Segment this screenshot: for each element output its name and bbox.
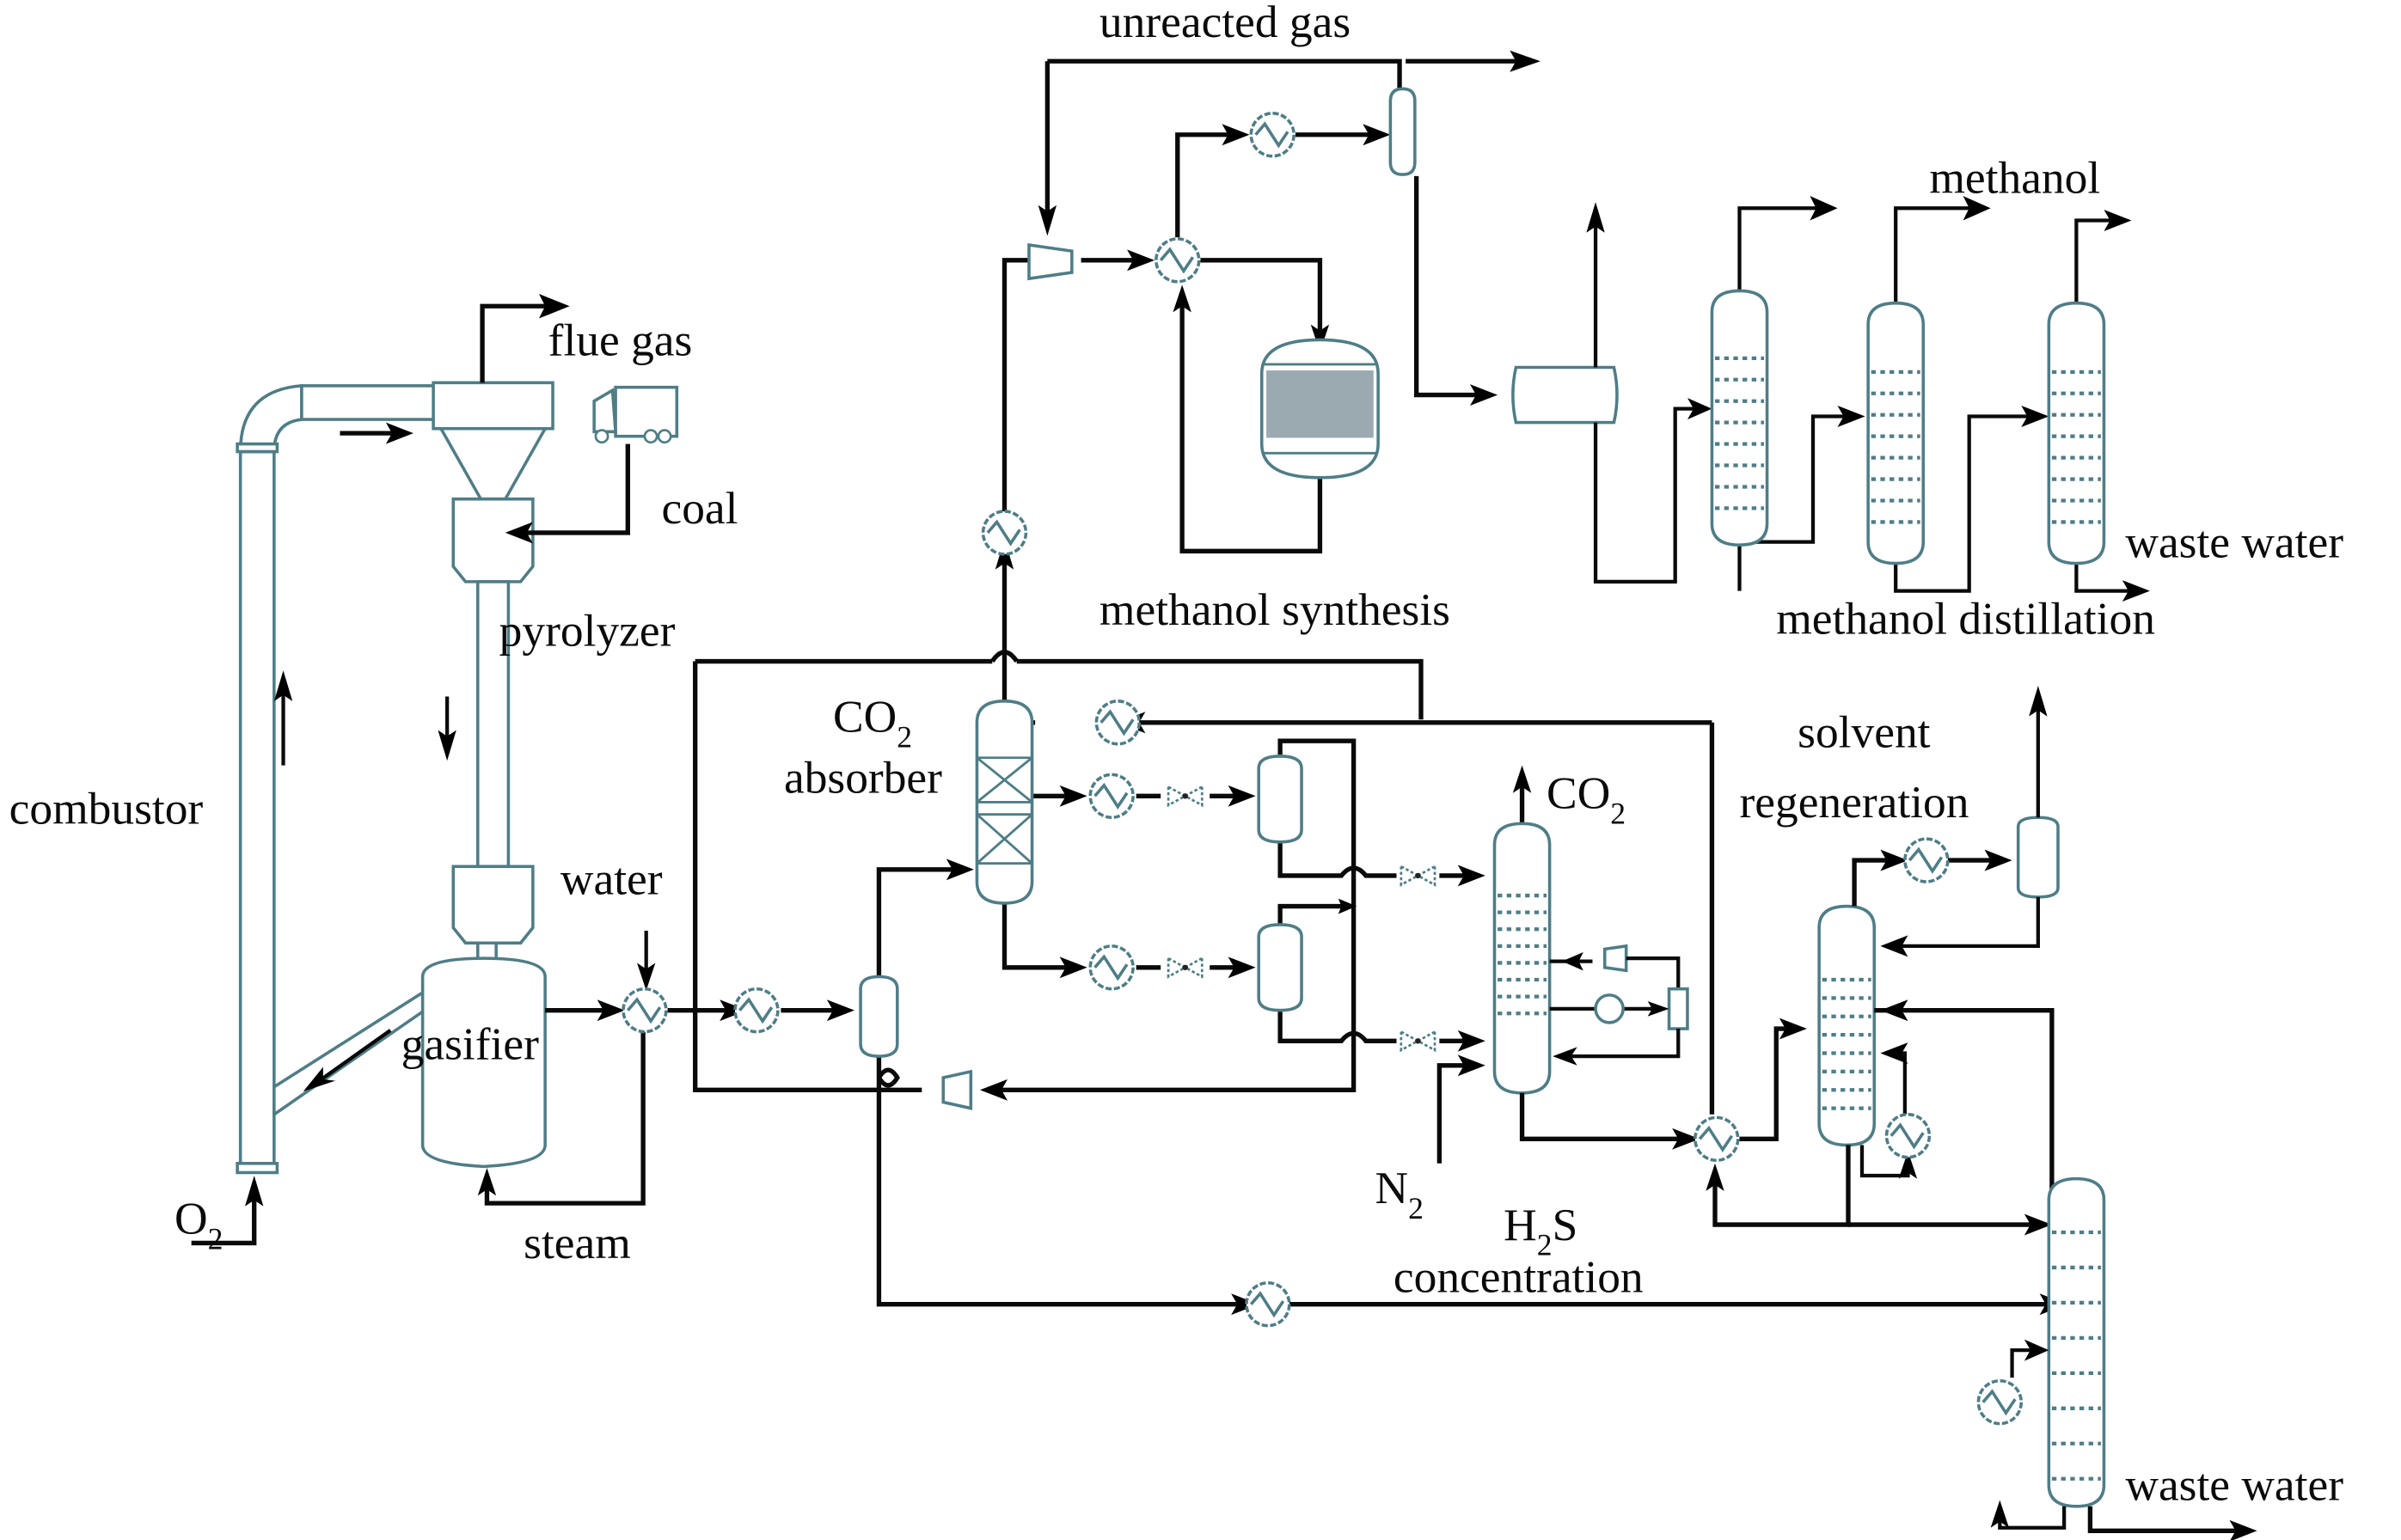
label-h2s: H2S: [1504, 1199, 1577, 1262]
valve-lower: [1167, 956, 1204, 978]
heat-exchanger-stripper-reboiler: [1976, 1378, 2024, 1426]
label-unreacted-gas: unreacted gas: [1099, 0, 1351, 47]
label-combustor: combustor: [9, 782, 204, 834]
co2-loop-lines: [667, 249, 2067, 1316]
label-co2-absorber-line1: CO2: [833, 690, 912, 754]
methanol-reactor: [1259, 338, 1380, 480]
flash-drum-upper: [1257, 755, 1303, 844]
co2-absorber-column: [975, 700, 1034, 905]
label-solvent: solvent: [1798, 706, 1930, 757]
recycle-compressor-synthesis: [1027, 242, 1074, 281]
heat-exchanger-rich-lean: [1694, 1115, 1740, 1163]
label-water: water: [560, 852, 663, 904]
methanol-synthesis-lines: [1038, 50, 1540, 553]
heat-exchanger-solvent-cooler: [1094, 700, 1142, 746]
heat-exchanger-reboiler: [1884, 1113, 1932, 1159]
label-o2: O2: [175, 1193, 223, 1256]
distillation-column-3: [2047, 301, 2106, 565]
h2s-side-loop: [1549, 944, 1689, 1066]
solvent-regeneration-column: [1817, 904, 1877, 1147]
distillation-column-1: [1710, 289, 1769, 547]
label-methanol: methanol: [1929, 151, 2100, 203]
distillation-column-2: [1866, 301, 1926, 565]
heat-exchanger-bottoms: [1088, 944, 1135, 991]
heat-exchanger-syngas: [981, 510, 1028, 556]
heat-exchanger-bottom-line: [1245, 1280, 1291, 1328]
label-coal: coal: [661, 482, 738, 534]
gasifier-vessel: [420, 956, 547, 1169]
heat-exchanger-side-draw: [1088, 773, 1135, 820]
heat-exchanger-feed-effluent: [1155, 237, 1201, 284]
h2s-bottoms: [1519, 722, 1807, 1150]
stripper-lines: [1990, 1339, 2257, 1540]
label-flue-gas: flue gas: [548, 314, 693, 365]
label-steam: steam: [524, 1217, 631, 1268]
label-waste-water-top: waste water: [2125, 516, 2343, 567]
label-methanol-distillation: methanol distillation: [1776, 592, 2155, 644]
coal-truck-icon: [592, 385, 679, 444]
heat-exchanger-condenser: [1903, 837, 1950, 883]
heat-exchanger-feed: [733, 987, 780, 1034]
regeneration-overhead: [1706, 686, 2060, 1236]
valve-upper: [1167, 785, 1204, 807]
label-h2s-concentration: concentration: [1393, 1250, 1644, 1302]
heat-exchanger-product-cooler: [1249, 112, 1295, 158]
combustor-riser: [236, 383, 441, 1175]
waste-water-stripper-column: [2047, 1176, 2106, 1508]
label-co2-out: CO2: [1547, 767, 1626, 831]
h2s-concentration-column: [1492, 822, 1552, 1095]
recycle-compressor: [941, 1069, 973, 1110]
label-gasifier: gasifier: [401, 1018, 539, 1070]
label-waste-water-bottom: waste water: [2125, 1459, 2343, 1511]
label-methanol-synthesis: methanol synthesis: [1099, 584, 1450, 635]
flash-tank: [1511, 365, 1619, 425]
heat-exchanger-quench: [622, 987, 668, 1034]
pyrolyzer-downer: [451, 497, 535, 963]
left-flow-lines: [191, 294, 656, 1246]
label-regeneration: regeneration: [1740, 776, 1969, 828]
label-pyrolyzer: pyrolyzer: [499, 605, 676, 657]
gas-separator-drum: [859, 975, 899, 1058]
flash-drum-lower: [1257, 923, 1303, 1012]
cyclone-separator: [432, 381, 554, 501]
valve-h2s-lower: [1400, 1030, 1436, 1052]
label-n2: N2: [1375, 1162, 1424, 1225]
valve-h2s-upper: [1400, 865, 1436, 886]
label-co2-absorber-line2: absorber: [784, 752, 942, 804]
methanol-separator: [1388, 87, 1417, 176]
distillation-lines: [1586, 196, 2150, 602]
